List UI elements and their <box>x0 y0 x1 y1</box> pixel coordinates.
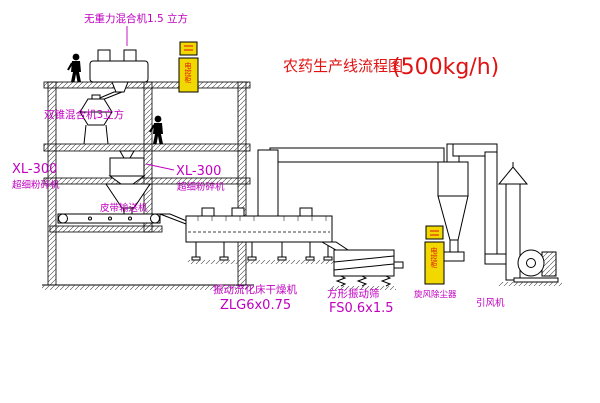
building-foundation <box>42 284 254 290</box>
exhaust-stack <box>497 162 529 281</box>
belt-conveyor <box>57 213 161 224</box>
label-mill-center-model: XL-300 <box>176 164 221 179</box>
label-sieve-name: 方形振动筛 <box>327 287 380 300</box>
top-mixer <box>89 49 149 101</box>
induced-draft-fan <box>498 249 562 286</box>
exhaust-duct <box>257 147 445 217</box>
vibrating-sieve <box>320 241 404 290</box>
label-dryer-name: 振动流化床干燥机 <box>213 283 297 296</box>
label-mill-left-name: 超细粉碎机 <box>12 179 60 191</box>
dryer-legs <box>191 242 333 261</box>
cabinet-top-label: 电控柜 <box>184 61 192 84</box>
double-cone-mixer <box>79 94 113 145</box>
label-mill-center-name: 超细粉碎机 <box>177 181 225 193</box>
label-double-cone-mixer: 双锥混合机3立方 <box>44 108 124 121</box>
cabinet-bottom-label: 电控柜 <box>430 246 438 269</box>
page-title-capacity: (500kg/h) <box>392 55 499 80</box>
label-dryer-model: ZLG6x0.75 <box>220 298 291 313</box>
label-fan: 引风机 <box>476 297 505 309</box>
label-cyclone: 旋风除尘器 <box>414 289 457 300</box>
pulverizer <box>108 150 146 185</box>
person-figure <box>67 52 82 83</box>
fluid-bed-dryer <box>185 207 336 264</box>
cyclone <box>437 143 469 262</box>
leader-lines <box>126 26 175 171</box>
page-title: 农药生产线流程图 <box>283 57 403 75</box>
control-cabinet-top <box>178 41 199 93</box>
label-sieve-model: FS0.6x1.5 <box>329 301 394 316</box>
control-cabinet-bottom <box>424 225 445 285</box>
label-top-mixer: 无重力混合机1.5 立方 <box>84 12 188 25</box>
building-frame <box>43 81 251 286</box>
label-mill-left-model: XL-300 <box>12 162 57 177</box>
cyclone-outlet-duct <box>452 143 509 265</box>
label-belt-conveyor: 皮带输送机 <box>100 202 148 214</box>
